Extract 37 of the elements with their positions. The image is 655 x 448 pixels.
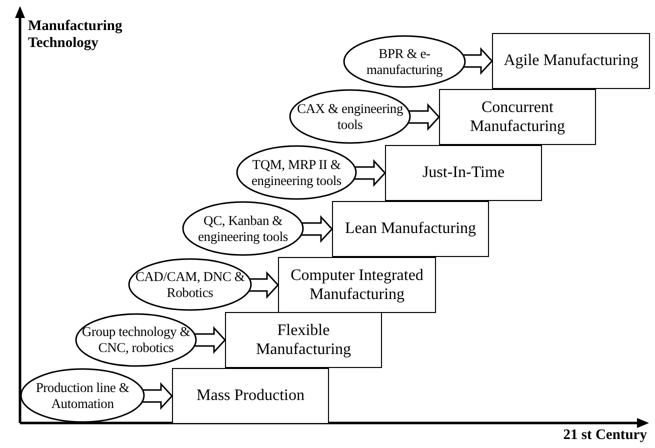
node-text: Lean Manufacturing <box>344 219 476 239</box>
process-box <box>225 312 382 368</box>
node-text: Concurrent Manufacturing <box>468 98 566 136</box>
block-arrow <box>141 382 174 410</box>
process-box <box>439 89 596 145</box>
node-text: Agile Manufacturing <box>504 51 638 71</box>
node-text: BPR & e-manufacturing <box>365 46 444 78</box>
node-text: CAX & engineering tools <box>296 100 404 132</box>
block-arrow <box>462 47 494 75</box>
node-text: QC, Kanban & engineering tools <box>197 212 289 244</box>
ellipse-node <box>182 201 304 256</box>
node-text: CAD/CAM, DNC & Robotics <box>134 268 246 300</box>
ellipse-node <box>128 258 252 311</box>
process-box <box>278 257 436 313</box>
process-box <box>332 201 489 257</box>
block-arrow <box>193 326 226 354</box>
node-text: Group technology & CNC, robotics <box>80 324 192 356</box>
block-arrow <box>300 215 334 243</box>
node-text: TQM, MRP II & engineering tools <box>250 156 342 188</box>
process-box <box>385 145 542 201</box>
node-text: Mass Production <box>196 386 304 406</box>
node-text: Just-In-Time <box>422 163 505 183</box>
ellipse-node <box>75 313 197 367</box>
axis-label: Manufacturing Technology <box>28 18 124 52</box>
block-arrow <box>353 159 386 187</box>
axis-label: 21 st Century <box>563 427 647 444</box>
node-text: Production line & Automation <box>34 380 130 412</box>
node-text: Computer Integrated Manufacturing <box>290 266 424 304</box>
node-text: Flexible Manufacturing <box>254 320 352 360</box>
process-box <box>172 368 329 424</box>
ellipse-node <box>20 368 145 423</box>
ellipse-node <box>236 145 357 200</box>
process-box <box>492 33 650 89</box>
ellipse-node <box>343 35 466 88</box>
block-arrow <box>407 103 440 131</box>
block-arrow <box>248 271 280 299</box>
ellipse-node <box>289 89 411 144</box>
